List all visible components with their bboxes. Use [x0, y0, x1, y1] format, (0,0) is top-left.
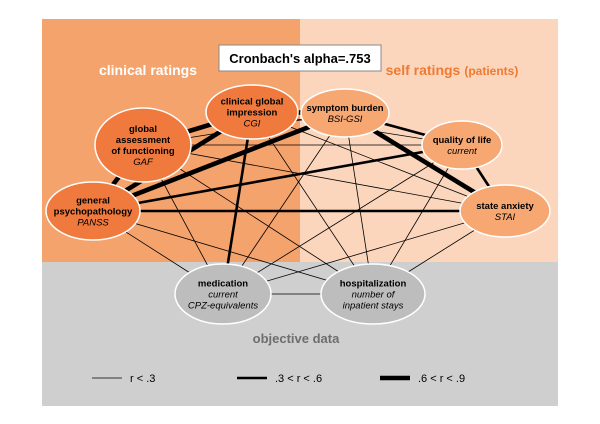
legend-label-weak: r < .3 — [130, 373, 155, 385]
node-hosp-sublabel: number of — [352, 290, 396, 301]
node-stai-sublabel: STAI — [495, 212, 516, 223]
edge-stai-med — [222, 210, 506, 295]
node-panss-sublabel: PANSS — [77, 218, 109, 229]
node-hosp-sublabel: inpatient stays — [343, 301, 404, 312]
title-box — [218, 44, 382, 72]
legend: r < .3 .3 < r < .6 .6 < r < .9 — [92, 373, 465, 385]
node-bsi-label: symptom burden — [306, 103, 383, 114]
node-qol-label: quality of life — [433, 135, 492, 146]
node-gaf-sublabel: GAF — [133, 157, 154, 168]
node-cgi-label: impression — [227, 108, 278, 119]
node-cgi-label: clinical global — [221, 97, 284, 108]
node-med-shape — [174, 263, 272, 325]
node-panss-shape — [45, 181, 141, 241]
node-stai-label: state anxiety — [476, 201, 534, 212]
node-layer: clinical globalimpressionCGIglobalassess… — [45, 84, 551, 325]
edge-gaf-stai — [142, 144, 506, 212]
node-med-sublabel: current — [208, 290, 238, 301]
edge-bsi-med — [222, 112, 346, 295]
node-cgi-sublabel: CGI — [244, 119, 261, 130]
node-qol-sublabel: current — [447, 146, 477, 157]
edge-qol-med — [222, 144, 463, 295]
clinical-ratings-label: clinical ratings — [99, 62, 197, 78]
node-qol-shape — [421, 120, 503, 170]
node-gaf-shape — [94, 107, 192, 183]
objective-region — [42, 262, 558, 406]
cronbach-alpha-title: Cronbach's alpha=.753 — [229, 51, 370, 66]
node-gaf-label: assessment — [116, 135, 171, 146]
node-med-label: medication — [198, 279, 248, 290]
node-hosp-shape — [320, 263, 426, 325]
edge-bsi-panss — [92, 110, 346, 214]
node-panss-label: psychopathology — [54, 207, 133, 218]
node-med-sublabel: CPZ-equivalents — [188, 301, 258, 312]
edge-panss-qol — [92, 143, 463, 213]
node-bsi-sublabel: BSI-GSI — [328, 114, 363, 125]
node-gaf-label: global — [129, 124, 157, 135]
self-ratings-label-sub: (patients) — [464, 64, 518, 78]
node-bsi-shape — [300, 88, 390, 138]
node-gaf-label: of functioning — [111, 146, 175, 157]
node-hosp-label: hospitalization — [340, 279, 407, 290]
node-stai-shape — [459, 184, 551, 238]
self-ratings-label-main: self ratings — [386, 62, 461, 78]
legend-label-strong: .6 < r < .9 — [418, 373, 465, 385]
edge-cgi-hosp — [251, 111, 374, 295]
self-ratings-label: self ratings(patients) — [386, 62, 519, 78]
legend-label-moderate: .3 < r < .6 — [275, 373, 322, 385]
edge-cgi-stai — [251, 111, 506, 212]
node-cgi-shape — [205, 84, 299, 140]
node-panss-label: general — [76, 196, 110, 207]
edge-gaf-hosp — [142, 144, 374, 295]
objective-data-label: objective data — [253, 331, 340, 346]
